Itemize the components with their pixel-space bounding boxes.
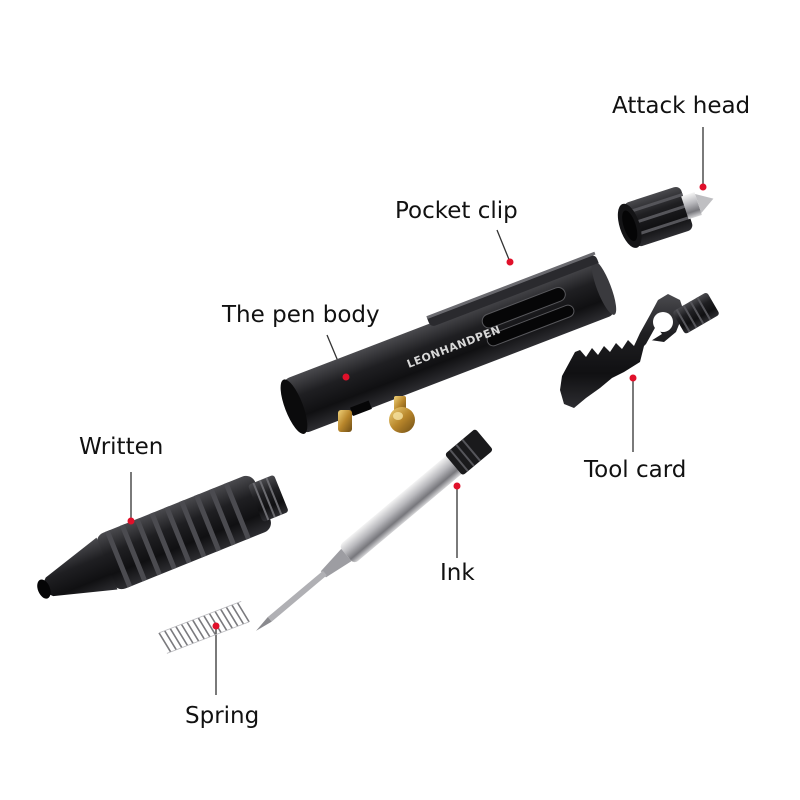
written-part xyxy=(37,475,288,599)
bolt-knob xyxy=(338,396,415,433)
label-ink: Ink xyxy=(440,560,475,586)
pocket-clip-dot xyxy=(506,258,514,266)
ink-dot xyxy=(453,482,461,490)
tool-card-dot xyxy=(629,374,637,382)
attack-head-dot xyxy=(699,183,707,191)
tool-card-part xyxy=(560,292,719,408)
spring-part xyxy=(158,600,250,654)
leader-lines xyxy=(130,127,704,695)
label-pocket-clip: Pocket clip xyxy=(395,198,518,224)
spring-dot xyxy=(212,622,220,630)
pen-body-part: LEONHANDPEN xyxy=(280,251,617,434)
label-tool-card: Tool card xyxy=(584,457,687,483)
ink-refill-part xyxy=(255,429,493,631)
pen-body-dot xyxy=(342,373,350,381)
label-attack-head: Attack head xyxy=(612,93,751,119)
label-pen-body: The pen body xyxy=(222,302,380,328)
written-dot xyxy=(127,517,135,525)
indicator-dots xyxy=(127,183,707,630)
label-spring: Spring xyxy=(185,703,260,729)
label-written: Written xyxy=(79,434,164,460)
attack-head-part xyxy=(617,186,714,248)
